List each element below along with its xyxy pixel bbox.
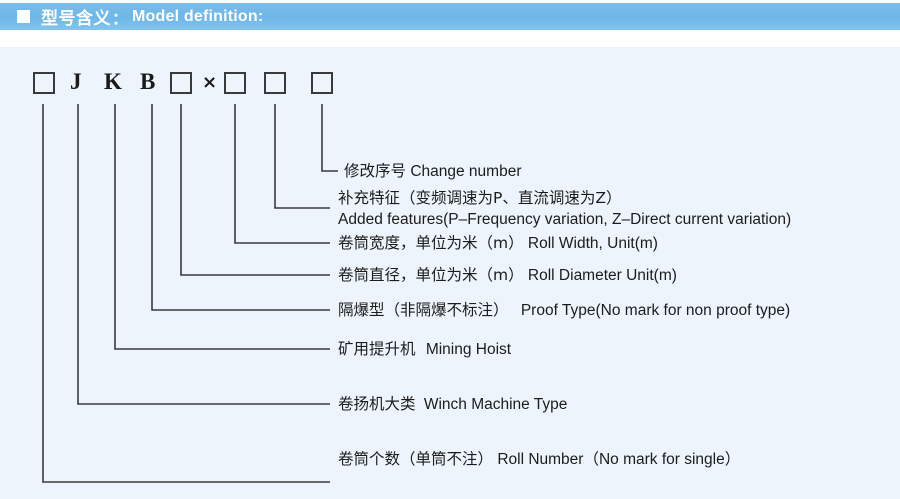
description-added-features-cn: 补充特征（变频调速为P、直流调速为Z） — [338, 189, 622, 207]
section-header-bar: 型号含义 ： Model definition: — [0, 3, 900, 30]
code-box-roll-diameter — [224, 72, 246, 94]
description-mining-hoist-cn: 矿用提升机 — [338, 340, 416, 358]
code-box-roll-width — [264, 72, 286, 94]
code-box-proof-type — [170, 72, 192, 94]
code-letter-k: K — [104, 69, 122, 94]
description-proof-type-en: Proof Type(No mark for non proof type) — [520, 302, 791, 319]
leader-line-mining-hoist — [114, 104, 330, 350]
description-roll-number-cn: 卷筒个数（单筒不注） — [338, 450, 494, 468]
code-letter-j: J — [70, 69, 82, 94]
leader-lines-group — [42, 104, 338, 483]
header-title-chinese: 型号含义 — [41, 9, 111, 29]
leader-line-roll-diameter — [180, 104, 330, 276]
description-added-features-en: Added features(P–Frequency variation, Z–… — [338, 211, 792, 228]
square-bullet-icon — [17, 10, 30, 23]
header-colon: ： — [112, 10, 129, 28]
description-mining-hoist-en: Mining Hoist — [425, 341, 512, 358]
description-winch-machine-type: 卷扬机大类 Winch Machine Type — [338, 394, 567, 415]
code-letter-b: B — [140, 69, 156, 94]
description-roll-diameter: 卷筒直径，单位为米（m） Roll Diameter Unit(m) — [338, 265, 677, 286]
description-roll-width: 卷筒宽度，单位为米（m） Roll Width, Unit(m) — [338, 233, 658, 254]
code-multiply-sign: × — [202, 72, 218, 93]
code-box-roll-number — [33, 72, 55, 94]
description-roll-number: 卷筒个数（单筒不注） Roll Number（No mark for singl… — [338, 449, 740, 470]
description-winch-machine-type-en: Winch Machine Type — [423, 396, 568, 413]
model-definition-panel: J K B × 修改序号 Chang — [0, 47, 900, 499]
description-roll-width-en: Roll Width, Unit(m) — [527, 235, 658, 252]
leader-line-roll-number — [42, 104, 330, 483]
description-roll-number-en: Roll Number（No mark for single） — [497, 451, 741, 468]
description-mining-hoist: 矿用提升机 Mining Hoist — [338, 339, 511, 360]
description-proof-type: 隔爆型（非隔爆不标注） Proof Type(No mark for non p… — [338, 300, 790, 321]
description-winch-machine-type-cn: 卷扬机大类 — [338, 395, 416, 413]
description-roll-diameter-cn: 卷筒直径，单位为米（m） — [338, 266, 524, 284]
leader-line-added-features — [274, 104, 330, 209]
leader-line-proof-type — [151, 104, 330, 311]
description-proof-type-cn: 隔爆型（非隔爆不标注） — [338, 301, 509, 319]
leader-line-roll-width — [234, 104, 330, 244]
description-change-number-en: Change number — [410, 163, 522, 180]
description-added-features: 补充特征（变频调速为P、直流调速为Z） Added features(P–Fre… — [338, 188, 791, 230]
header-title-english: Model definition: — [132, 7, 264, 25]
leader-line-change-number — [321, 104, 338, 172]
description-change-number: 修改序号 Change number — [344, 161, 522, 182]
code-box-change-number — [311, 72, 333, 94]
description-roll-diameter-en: Roll Diameter Unit(m) — [527, 267, 677, 284]
leader-line-winch-machine-type — [77, 104, 330, 405]
description-change-number-cn: 修改序号 — [344, 162, 407, 180]
description-roll-width-cn: 卷筒宽度，单位为米（m） — [338, 234, 524, 252]
